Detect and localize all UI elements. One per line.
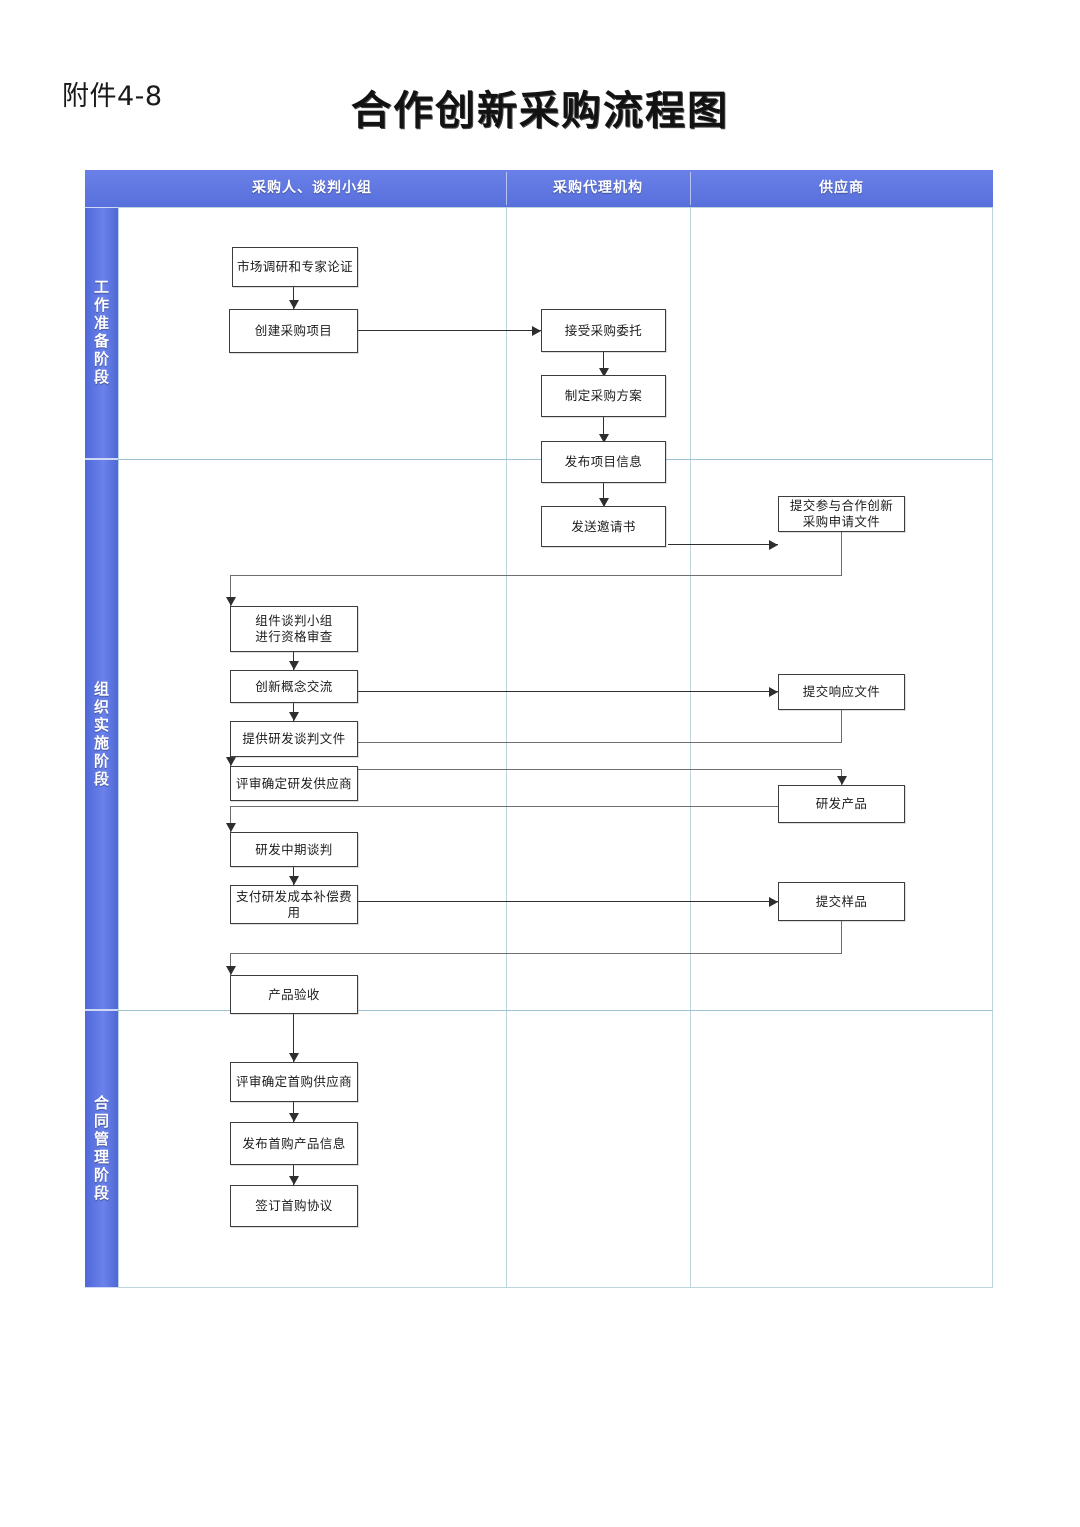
edge-n16-n17-seg-v2 [230, 953, 232, 975]
node-formulate-plan[interactable]: 制定采购方案 [541, 375, 666, 417]
node-evaluate-rd-supplier[interactable]: 评审确定研发供应商 [230, 766, 358, 801]
edge-n3-n4-line [603, 351, 605, 376]
edge-n19-n20-line [293, 1165, 295, 1185]
node-submit-sample[interactable]: 提交样品 [778, 882, 905, 921]
lane-divider-buyer-agency [506, 207, 507, 1288]
edge-n11-n12-arrow [226, 757, 236, 766]
node-submit-response[interactable]: 提交响应文件 [778, 674, 905, 710]
edge-n15-n16-arrow [769, 897, 778, 907]
node-accept-commission[interactable]: 接受采购委托 [541, 309, 666, 352]
edge-n2-n3-arrow [532, 326, 541, 336]
phase-label-implement: 组织实施阶段 [92, 680, 110, 789]
edge-n4-n5-arrow [599, 434, 609, 443]
edge-n12-n13-seg-h [358, 769, 841, 771]
node-create-project[interactable]: 创建采购项目 [229, 309, 358, 353]
edge-n13-n14-seg-v2 [230, 806, 232, 832]
swimlane-header-band [85, 170, 993, 207]
edge-n7-n8-seg-v1 [841, 532, 843, 576]
phase-strip-implement: 组织实施阶段 [85, 459, 118, 1010]
column-header-supplier: 供应商 [819, 180, 864, 196]
edge-n1-n2-arrow [289, 300, 299, 309]
edge-n17-n18-line [293, 1014, 295, 1062]
phase-strip-prep: 工作准备阶段 [85, 207, 118, 459]
edge-n16-n17-seg-h [230, 953, 842, 955]
swimlane-grid [118, 207, 993, 1288]
edge-n6-n7-line [668, 544, 778, 546]
header-separator-1 [506, 172, 507, 205]
phase-label-prep: 工作准备阶段 [92, 279, 110, 387]
node-midterm-negotiation[interactable]: 研发中期谈判 [230, 832, 358, 867]
phase-divider-implement-contract [118, 1010, 993, 1011]
edge-n13-n14-seg-h [230, 806, 842, 808]
node-form-negotiation-team[interactable]: 组件谈判小组 进行资格审查 [230, 606, 358, 652]
edge-n11-n12-seg-h [230, 742, 842, 744]
node-product-acceptance[interactable]: 产品验收 [230, 975, 358, 1014]
node-pay-rd-compensation[interactable]: 支付研发成本补偿费 用 [230, 885, 358, 924]
column-header-buyer: 采购人、谈判小组 [252, 180, 372, 196]
node-provide-rd-documents[interactable]: 提供研发谈判文件 [230, 721, 358, 757]
edge-n2-n3-line [358, 330, 541, 332]
edge-n17-n18-arrow [289, 1053, 299, 1062]
page-title: 合作创新采购流程图 [351, 88, 729, 134]
edge-n7-n8-arrow [226, 597, 236, 606]
node-submit-application[interactable]: 提交参与合作创新 采购申请文件 [778, 496, 905, 532]
lane-divider-agency-supplier [690, 207, 691, 1288]
edge-n14-n15-arrow [289, 876, 299, 885]
edge-n12-n13-arrow [837, 776, 847, 785]
node-market-research[interactable]: 市场调研和专家论证 [232, 247, 358, 287]
edge-n13-n14-arrow [226, 823, 236, 832]
flowchart-canvas: 采购人、谈判小组 采购代理机构 供应商 工作准备阶段 组织实施阶段 合同管理阶段 [85, 170, 993, 1288]
edge-n18-n19-line [293, 1102, 295, 1122]
node-publish-first-product[interactable]: 发布首购产品信息 [230, 1122, 358, 1165]
edge-n19-n20-arrow [289, 1176, 299, 1185]
edge-n3-n4-arrow [599, 368, 609, 377]
edge-n10-n11-arrow [769, 687, 778, 697]
attachment-label: 附件4-8 [62, 81, 163, 112]
header-separator-2 [690, 172, 691, 205]
phase-label-contract: 合同管理阶段 [92, 1095, 110, 1203]
phase-strip-contract: 合同管理阶段 [85, 1010, 118, 1288]
node-evaluate-first-buyer[interactable]: 评审确定首购供应商 [230, 1062, 358, 1102]
node-innovation-exchange[interactable]: 创新概念交流 [230, 670, 358, 703]
edge-n16-n17-arrow [226, 966, 236, 975]
edge-n5-n6-arrow [599, 498, 609, 507]
edge-n9-n10-arrow [289, 712, 299, 721]
node-sign-first-agreement[interactable]: 签订首购协议 [230, 1185, 358, 1227]
edge-n11-n12-seg-v1 [841, 710, 843, 743]
edge-n10-n11-line [358, 691, 778, 693]
edge-n15-n16-line [358, 901, 778, 903]
edge-n7-n8-seg-h [230, 575, 842, 577]
edge-n1-n2-line [293, 287, 295, 309]
edge-n18-n19-arrow [289, 1113, 299, 1122]
edge-n7-n8-seg-v2 [230, 575, 232, 606]
edge-n4-n5-line [603, 417, 605, 442]
edge-n16-n17-seg-v1 [841, 921, 843, 954]
column-header-agency: 采购代理机构 [553, 180, 643, 196]
node-publish-project-info[interactable]: 发布项目信息 [541, 441, 666, 483]
node-send-invitation[interactable]: 发送邀请书 [541, 506, 666, 547]
edge-n6-n7-arrow [769, 540, 778, 550]
edge-n5-n6-line [603, 483, 605, 506]
node-develop-product[interactable]: 研发产品 [778, 785, 905, 823]
edge-n8-n9-arrow [289, 661, 299, 670]
